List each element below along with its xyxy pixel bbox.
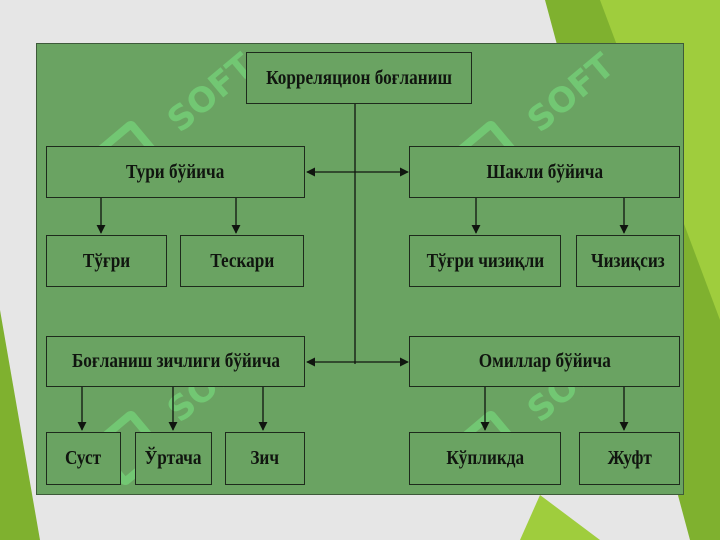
child-label: Кўпликда xyxy=(446,447,524,469)
child-label: Тескари xyxy=(209,249,275,272)
child-node: Зич xyxy=(225,432,305,485)
group-node-type: Тури бўйича xyxy=(46,146,305,198)
child-label: Суст xyxy=(65,447,102,469)
child-label: Ўртача xyxy=(145,447,202,469)
child-label: Зич xyxy=(250,447,280,469)
child-node: Суст xyxy=(46,432,121,485)
group-node-shape: Шакли бўйича xyxy=(409,146,680,198)
root-label: Корреляцион боғланиш xyxy=(266,66,452,89)
group-node-density: Боғланиш зичлиги бўйича xyxy=(46,336,305,387)
group-node-factors: Омиллар бўйича xyxy=(409,336,680,387)
child-node: Тескари xyxy=(180,235,304,287)
child-label: Тўғри чизиқли xyxy=(426,249,544,272)
child-node: Тўғри xyxy=(46,235,167,287)
child-node: Кўпликда xyxy=(409,432,561,485)
group-label: Омиллар бўйича xyxy=(478,350,611,372)
group-label: Тури бўйича xyxy=(126,160,225,183)
child-node: Тўғри чизиқли xyxy=(409,235,561,287)
child-node: Ўртача xyxy=(135,432,212,485)
group-label: Шакли бўйича xyxy=(486,160,603,183)
child-node: Чизиқсиз xyxy=(576,235,680,287)
child-label: Тўғри xyxy=(82,249,131,272)
child-label: Жуфт xyxy=(607,447,652,469)
child-node: Жуфт xyxy=(579,432,680,485)
root-node: Корреляцион боғланиш xyxy=(246,52,472,104)
group-label: Боғланиш зичлиги бўйича xyxy=(71,350,280,372)
child-label: Чизиқсиз xyxy=(591,249,665,272)
